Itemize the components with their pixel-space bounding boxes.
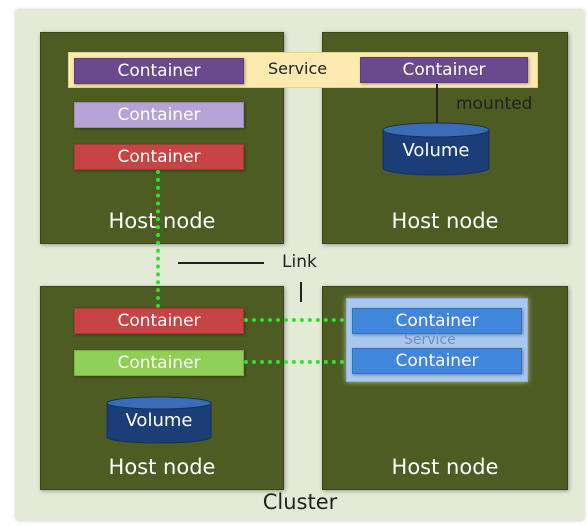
link-dotted-vertical — [156, 170, 160, 308]
container-blue-bottom: Container — [352, 348, 522, 374]
container-green: Container — [74, 350, 244, 376]
volume-top-right: Volume — [382, 122, 490, 176]
volume-cylinder-icon — [382, 122, 490, 176]
link-label: Link — [282, 252, 317, 272]
link-label-line — [178, 262, 264, 264]
host-node-label: Host node — [108, 209, 216, 233]
mount-line — [436, 84, 438, 124]
container-red-top: Container — [74, 144, 244, 170]
link-dotted-horizontal-bottom — [244, 360, 352, 364]
host-node-label: Host node — [391, 209, 499, 233]
host-node-label: Host node — [108, 455, 216, 479]
volume-bottom-left: Volume — [106, 396, 212, 444]
volume-label: Volume — [125, 410, 193, 431]
service-label-top: Service — [268, 59, 328, 78]
link-dotted-horizontal-top — [244, 318, 352, 322]
container-lavender: Container — [74, 102, 244, 128]
container-red-bottom: Container — [74, 308, 244, 334]
container-service-right: Container — [360, 57, 528, 83]
host-node-label: Host node — [391, 455, 499, 479]
volume-cylinder-icon — [106, 396, 212, 444]
volume-label: Volume — [402, 140, 470, 161]
container-blue-top: Container — [352, 308, 522, 334]
service-label-bottom: Service — [404, 332, 456, 348]
link-label-pointer — [300, 282, 302, 302]
mounted-label: mounted — [456, 94, 533, 114]
container-service-left: Container — [74, 58, 244, 84]
cluster-label: Cluster — [262, 490, 338, 514]
